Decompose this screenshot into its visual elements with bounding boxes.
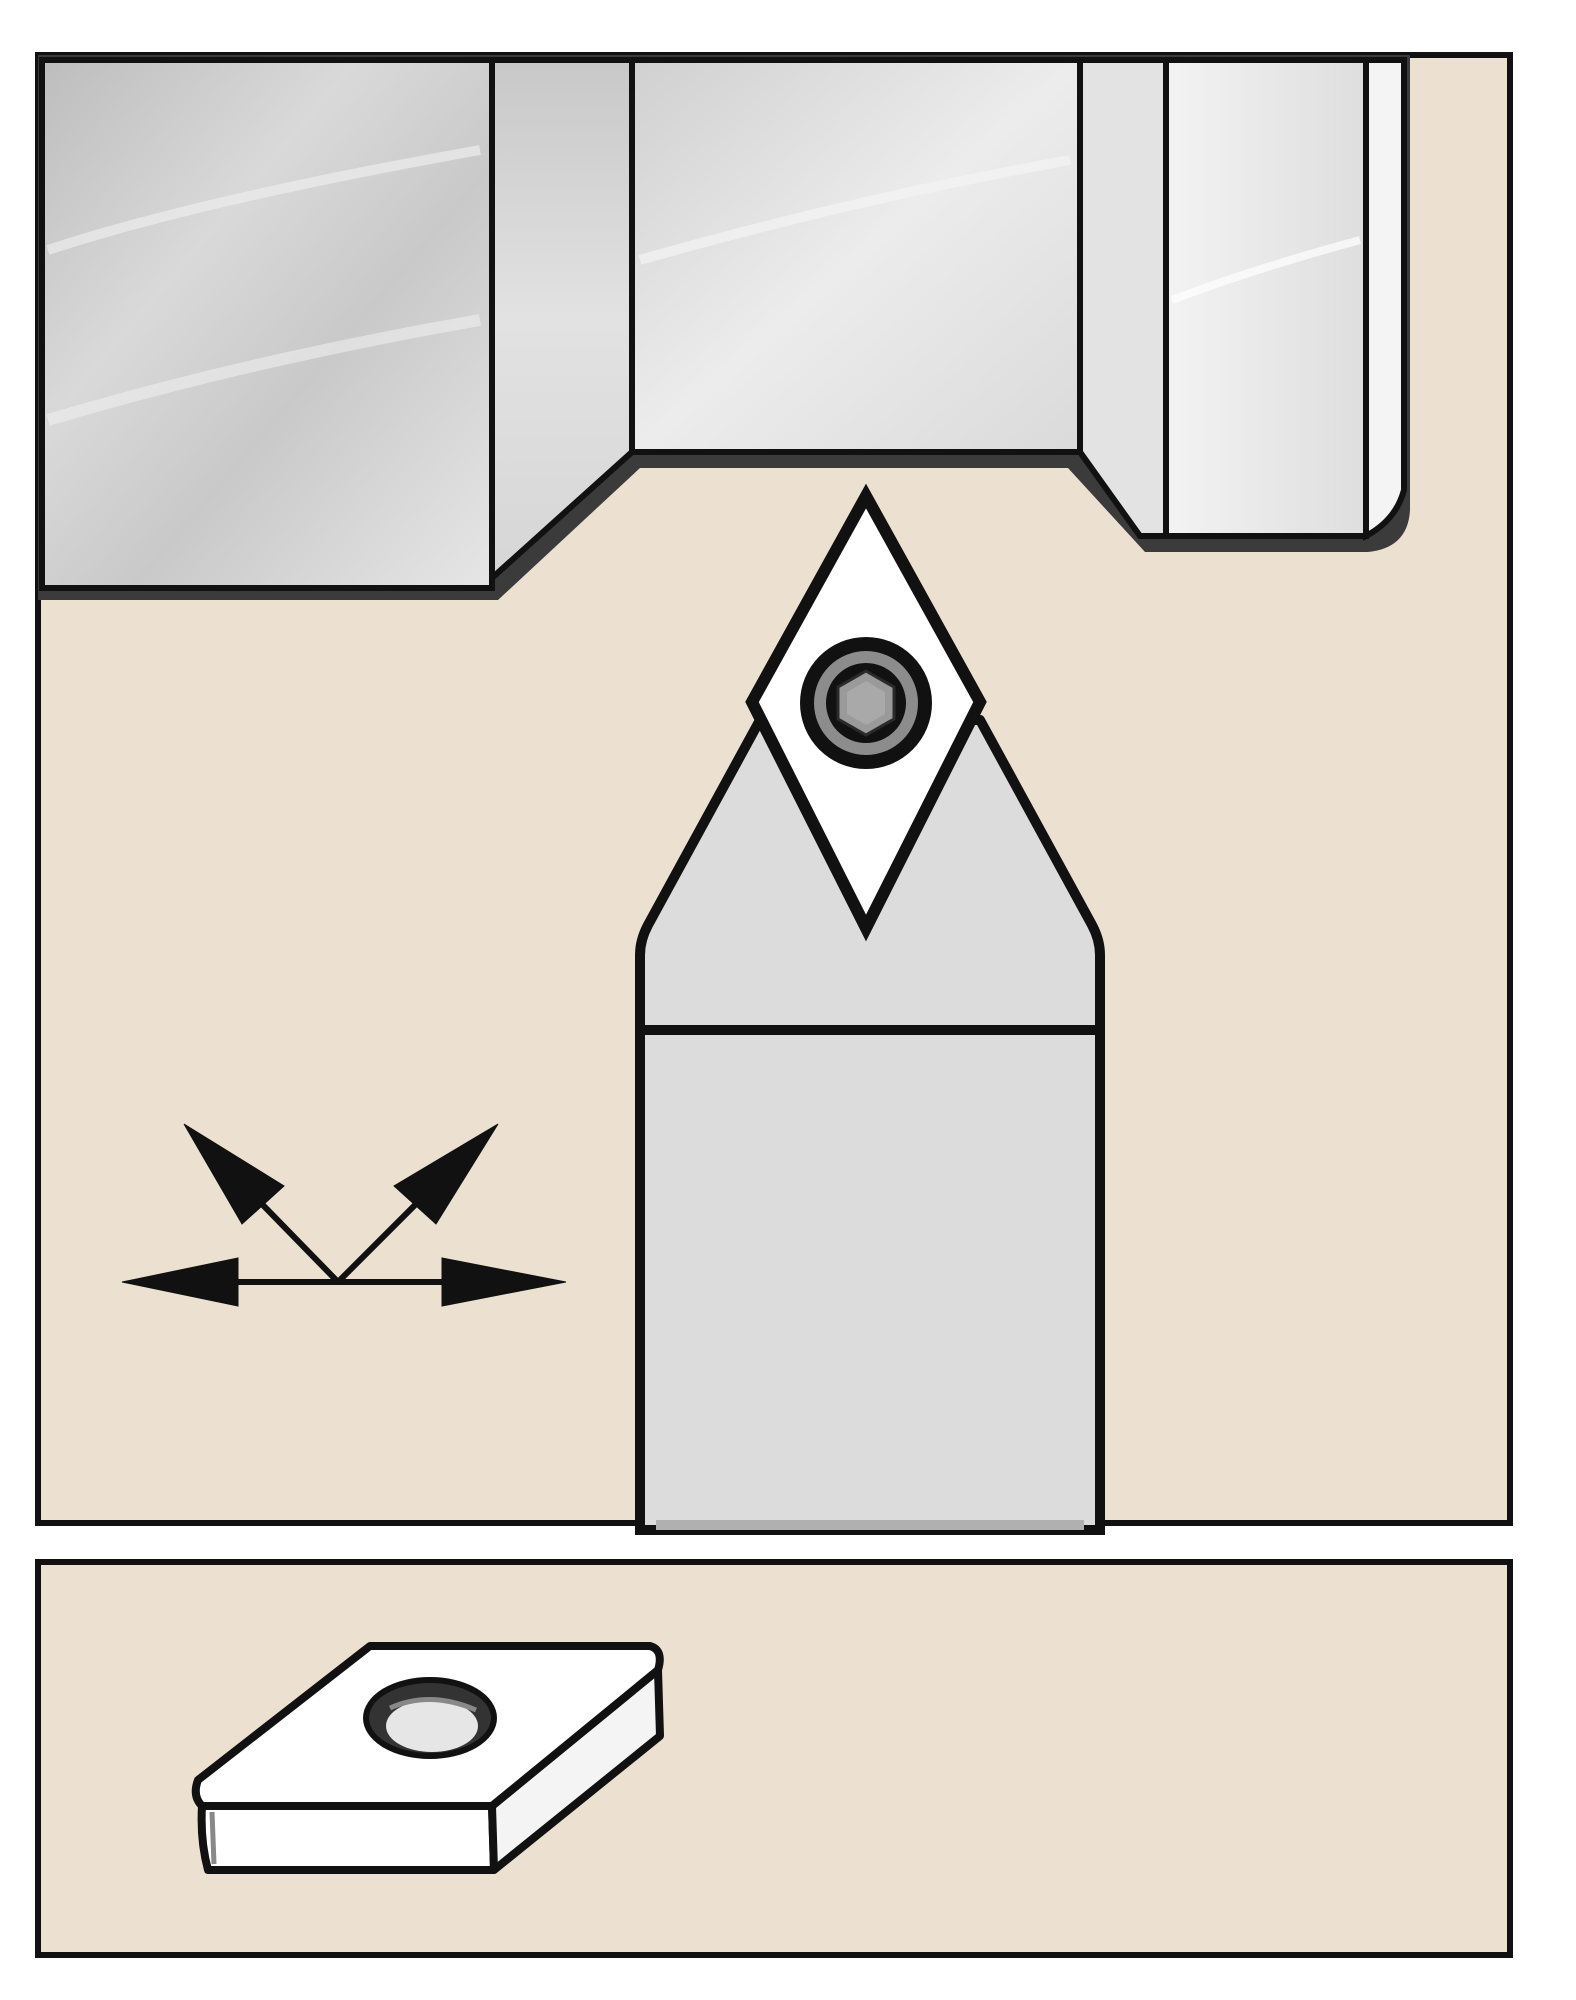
arrow-up-left-head — [183, 1123, 285, 1225]
hex-socket-inner — [847, 681, 885, 725]
workpiece-section-middle — [629, 57, 1083, 455]
workpiece-end — [1363, 57, 1407, 542]
workpiece-highlight — [46, 314, 482, 426]
insert-side-front — [197, 1802, 498, 1874]
arrow-left-head — [121, 1257, 239, 1307]
workpiece-highlight — [1170, 236, 1362, 304]
arrow-right-head — [441, 1257, 567, 1307]
diagonal-left-shaft — [255, 1197, 341, 1285]
insert-hole-inner — [386, 1700, 478, 1752]
workpiece-section-right — [1163, 57, 1369, 539]
workpiece-right-shoulder — [1077, 57, 1169, 539]
feed-direction-arrows-icon — [121, 1123, 567, 1307]
workpiece-highlight — [46, 145, 481, 255]
arrow-up-right-head — [393, 1123, 499, 1225]
workpiece — [38, 55, 1410, 600]
diagonal-right-shaft — [335, 1197, 423, 1285]
insert-hole-bevel — [388, 1697, 477, 1713]
workpiece-section-left — [39, 57, 495, 591]
diamond-insert-icon — [745, 483, 987, 942]
workpiece-highlight — [638, 155, 1071, 265]
toolholder-shank — [635, 1025, 1105, 1535]
insert-edge-shadow — [209, 1811, 217, 1865]
insert-perspective-icon — [191, 1642, 664, 1874]
toolholder-shank-bottom — [656, 1520, 1084, 1530]
